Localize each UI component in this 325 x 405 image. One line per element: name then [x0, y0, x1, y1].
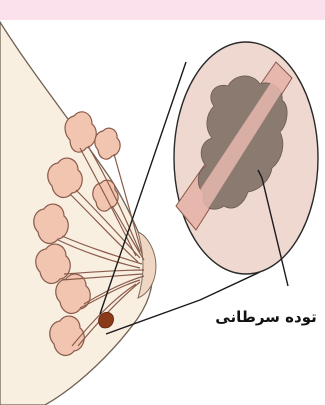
- tumor-small: [99, 312, 114, 328]
- top-band: [0, 0, 325, 20]
- tumor-label: توده سرطانی: [206, 308, 325, 326]
- callout-line-base: [200, 272, 260, 300]
- lobule-7: [95, 128, 120, 159]
- magnifier: [174, 42, 318, 274]
